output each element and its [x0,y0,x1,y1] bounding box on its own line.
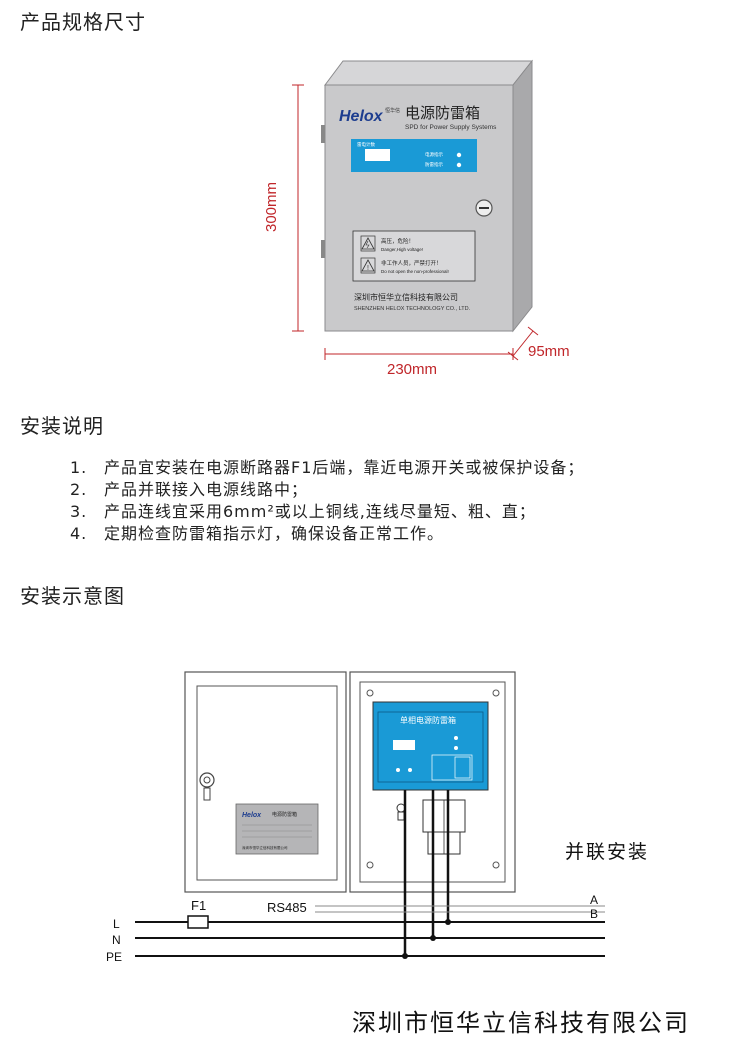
svg-text:!: ! [367,265,369,272]
door-nameplate [235,803,319,855]
brand-logo: Helox [339,108,384,125]
lightning-indicator-led [456,162,462,168]
depth-dimension: 95mm [528,343,570,360]
line-n-label: N [112,933,121,947]
fuse-label: F1 [191,898,206,913]
line-b-label: B [590,907,598,921]
warning1-en: Danger,High voltage! [381,247,423,252]
parallel-label: 并联安装 [565,841,649,863]
spd-title: 单相电源防雷箱 [400,715,456,725]
product-name: 电源防雷箱 [405,105,480,122]
company-cn: 深圳市恒华立信科技有限公司 [354,292,458,302]
instruction-item: 1.产品宜安装在电源断路器F1后端，靠近电源开关或被保护设备； [70,458,585,477]
footer-company: 深圳市恒华立信科技有限公司 [352,1009,690,1037]
power-indicator-led [456,152,462,158]
door-lock-icon [199,772,215,788]
rs485-label: RS485 [267,900,307,915]
line-a-label: A [590,893,598,907]
counter-label: 雷电计数 [357,141,375,148]
instruction-item: 3.产品连线宜采用6mm²或以上铜线,连线尽量短、粗、直； [70,502,536,521]
fuse-f1 [187,915,209,929]
instruction-item: 4.定期检查防雷箱指示灯，确保设备正常工作。 [70,524,445,543]
width-dimension: 230mm [387,361,438,378]
svg-text:深圳市恒华立信科技有限公司: 深圳市恒华立信科技有限公司 [242,845,288,850]
diagram-title: 安装示意图 [20,584,125,608]
line-pe-label: PE [106,950,122,964]
line-l-label: L [113,917,120,931]
product-name-en: SPD for Power Supply Systems [405,124,497,131]
svg-text:电源防雷箱: 电源防雷箱 [272,811,297,818]
instruction-item: 2.产品并联接入电源线路中； [70,480,309,499]
instructions-title: 安装说明 [20,414,104,438]
power-indicator-label: 电源指示 [425,151,443,158]
lightning-indicator-label: 防雷指示 [425,161,443,168]
warning2-en: Do not open the non-professional! [381,269,449,274]
company-en: SHENZHEN HELOX TECHNOLOGY CO., LTD. [354,306,471,312]
warning1-cn: 高压，危险！ [381,237,414,245]
warning2-cn: 非工作人员，严禁打开！ [381,259,442,267]
height-dimension: 300mm [263,181,280,232]
counter-display [365,149,390,161]
wiring-diagram: Helox 电源防雷箱 深圳市恒华立信科技有限公司 单相电源防雷箱 [106,671,649,964]
product-illustration: Helox 恒华信 电源防雷箱 SPD for Power Supply Sys… [292,59,539,361]
svg-text:Helox: Helox [242,812,262,819]
dimensions-title: 产品规格尺寸 [20,10,146,34]
brand-cn: 恒华信 [385,107,400,114]
